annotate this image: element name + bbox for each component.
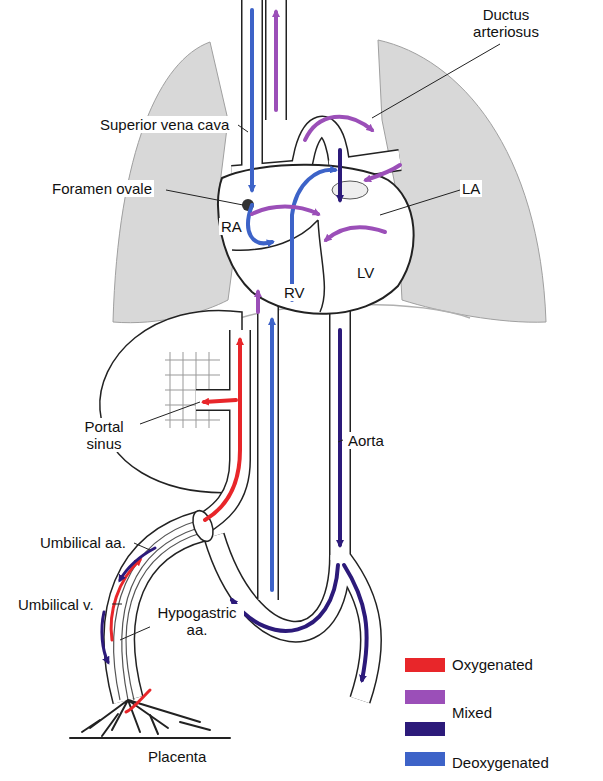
chamber-label: RV (282, 284, 307, 301)
part-label: Umbilical v. (16, 596, 96, 613)
chamber-label: LV (355, 264, 376, 281)
part-label: Portal sinus (72, 418, 136, 452)
chamber-label: RA (219, 218, 244, 235)
part-label: Aorta (346, 432, 386, 449)
legend-swatch (405, 722, 445, 736)
legend-swatch (405, 752, 445, 766)
legend-text: Mixed (452, 704, 492, 721)
part-label: Foramen ovale (50, 180, 154, 197)
part-label: Superior vena cava (98, 116, 231, 133)
part-label: Hypogastric aa. (150, 604, 244, 638)
legend-swatch (405, 690, 445, 704)
legend-text: Deoxygenated (452, 754, 549, 771)
legend-text: Oxygenated (452, 656, 533, 673)
chamber-label: LA (460, 180, 482, 197)
legend-swatch (405, 658, 445, 672)
part-label: Ductus arteriosus (462, 6, 550, 40)
part-label: Umbilical aa. (38, 534, 128, 551)
part-label: Placenta (146, 748, 208, 765)
